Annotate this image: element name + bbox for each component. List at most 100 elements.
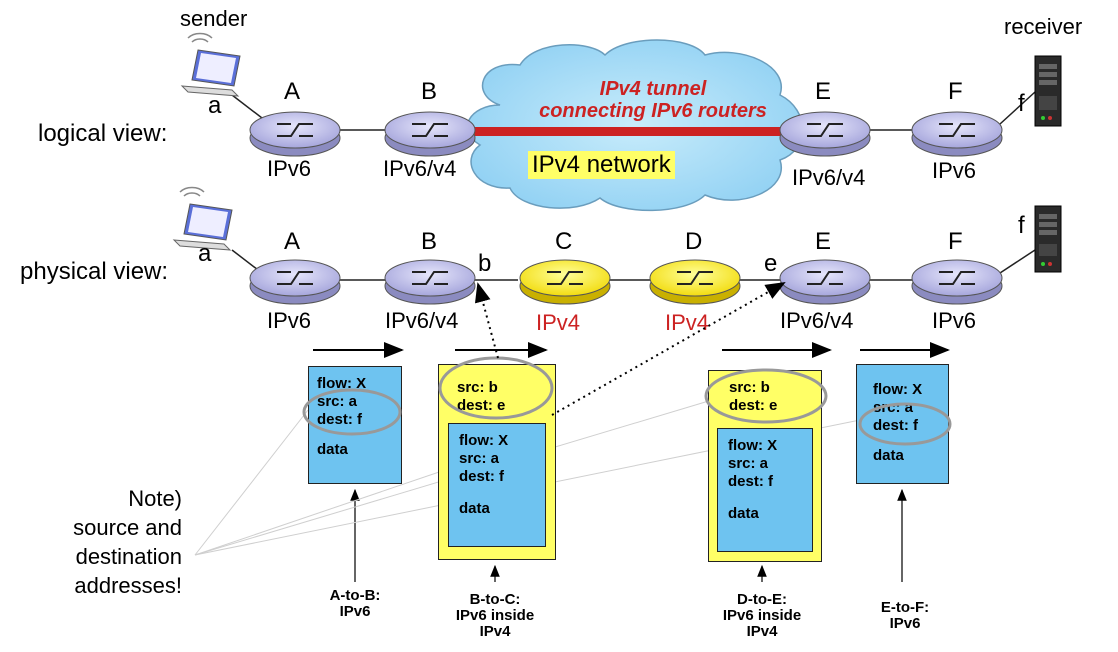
router-arrows-icon	[412, 123, 448, 137]
router-c-physical	[519, 259, 611, 305]
packet-flow: flow: X	[317, 375, 367, 392]
packet-data: data	[317, 441, 348, 458]
tunnel-line-2: connecting IPv6 routers	[539, 100, 767, 122]
router-proto: IPv6/v4	[385, 308, 459, 333]
ipv4-tunnel-bar	[470, 127, 788, 136]
dotted-pointer-b	[474, 282, 499, 359]
router-a-logical	[249, 111, 341, 157]
router-proto: IPv4	[536, 310, 581, 335]
router-a-physical	[249, 259, 341, 305]
physical-view-label: physical view:	[20, 258, 169, 285]
interface-f-logical: f	[1018, 90, 1025, 117]
caption-line: IPv4	[746, 623, 778, 640]
router-proto: IPv4	[665, 310, 710, 335]
note-line: Note)	[128, 486, 182, 511]
packet-dest: dest: f	[728, 473, 773, 490]
packet-e-to-f: flow: X src: a dest: f data	[856, 364, 949, 484]
packet-dest: dest: f	[873, 417, 918, 434]
packet-dest: dest: f	[317, 411, 362, 428]
laptop-sender-physical-icon	[172, 186, 233, 251]
highlight-ellipse	[704, 368, 828, 424]
receiver-label: receiver	[1004, 14, 1083, 39]
ipv4-network-label: IPv4 network	[528, 151, 675, 179]
caption-b-to-c: B-to-C: IPv6 inside IPv4	[430, 592, 560, 640]
router-arrows-icon	[939, 271, 975, 285]
packet-src: src: a	[317, 393, 358, 410]
packet-b-to-c: src: b dest: e flow: X src: a dest: f da…	[438, 364, 556, 560]
tunnel-label: IPv4 tunnel connecting IPv6 routers	[518, 78, 788, 122]
caption-arrows	[350, 488, 907, 582]
router-letter: F	[948, 78, 963, 105]
highlight-ellipse	[858, 402, 952, 446]
logical-view-label: logical view:	[38, 120, 168, 147]
inner-ipv6-datagram: flow: X src: a dest: f data	[717, 428, 813, 552]
router-arrows-icon	[939, 123, 975, 137]
router-d-physical	[649, 259, 741, 305]
caption-line: IPv6	[339, 603, 371, 620]
router-arrows-icon	[547, 271, 583, 285]
laptop-sender-logical-icon	[180, 32, 241, 97]
interface-a-logical: a	[208, 92, 222, 119]
outer-header: src: b dest: e	[729, 379, 777, 415]
physical-links	[231, 249, 1036, 281]
router-arrows-icon	[412, 271, 448, 285]
router-e-logical	[779, 111, 871, 157]
packet-outer-dest: dest: e	[729, 397, 778, 414]
interface-b-physical: b	[478, 250, 492, 277]
interface-e-physical: e	[764, 250, 778, 277]
packet-outer-src: src: b	[729, 379, 770, 396]
router-proto: IPv6	[932, 158, 977, 183]
packet-data: data	[728, 505, 759, 522]
router-letter: D	[685, 228, 703, 255]
router-arrows-icon	[677, 271, 713, 285]
router-b-physical	[384, 259, 476, 305]
router-proto: IPv6	[932, 308, 977, 333]
router-e-physical	[779, 259, 871, 305]
highlight-ellipse	[302, 388, 402, 436]
caption-line: IPv6	[889, 615, 921, 632]
caption-d-to-e: D-to-E: IPv6 inside IPv4	[697, 592, 827, 640]
note-line: destination	[75, 544, 182, 569]
caption-line: A-to-B:	[329, 587, 381, 604]
note-line: source and	[73, 515, 182, 540]
router-letter: B	[421, 78, 438, 105]
caption-e-to-f: E-to-F: IPv6	[850, 600, 960, 632]
router-proto: IPv6/v4	[792, 165, 866, 190]
dotted-pointer-e	[551, 282, 786, 416]
packet-a-to-b: flow: X src: a dest: f data	[308, 366, 402, 484]
router-proto: IPv6	[267, 308, 312, 333]
router-letter: B	[421, 228, 438, 255]
caption-line: E-to-F:	[880, 599, 930, 616]
note-line: addresses!	[74, 573, 182, 598]
caption-line: IPv6 inside	[722, 607, 802, 624]
packet-outer-src: src: b	[457, 379, 498, 396]
router-proto: IPv6/v4	[780, 308, 854, 333]
packet-outer-dest: dest: e	[457, 397, 506, 414]
router-letter: F	[948, 228, 963, 255]
packet-flow: flow: X	[873, 381, 923, 398]
router-letter: C	[555, 228, 573, 255]
router-letter: E	[815, 228, 832, 255]
packet-src: src: a	[459, 450, 500, 467]
caption-line: B-to-C:	[469, 591, 521, 608]
packet-src: src: a	[728, 455, 769, 472]
server-receiver-logical-icon	[1034, 55, 1062, 127]
router-f-physical	[911, 259, 1003, 305]
tunnel-line-1: IPv4 tunnel	[599, 78, 707, 100]
router-arrows-icon	[277, 123, 313, 137]
caption-line: IPv6 inside	[455, 607, 535, 624]
caption-line: D-to-E:	[737, 591, 787, 608]
inner-ipv6-datagram: flow: X src: a dest: f data	[448, 423, 546, 547]
router-b-logical	[384, 111, 476, 157]
interface-f-physical: f	[1018, 212, 1025, 239]
router-f-logical	[911, 111, 1003, 157]
router-arrows-icon	[277, 271, 313, 285]
packet-dest: dest: f	[459, 468, 504, 485]
packet-data: data	[459, 500, 490, 517]
logical-links	[231, 91, 1036, 131]
packet-d-to-e: src: b dest: e flow: X src: a dest: f da…	[708, 370, 822, 562]
router-arrows-icon	[807, 271, 843, 285]
router-letter: A	[284, 78, 301, 105]
caption-a-to-b: A-to-B: IPv6	[300, 588, 410, 620]
